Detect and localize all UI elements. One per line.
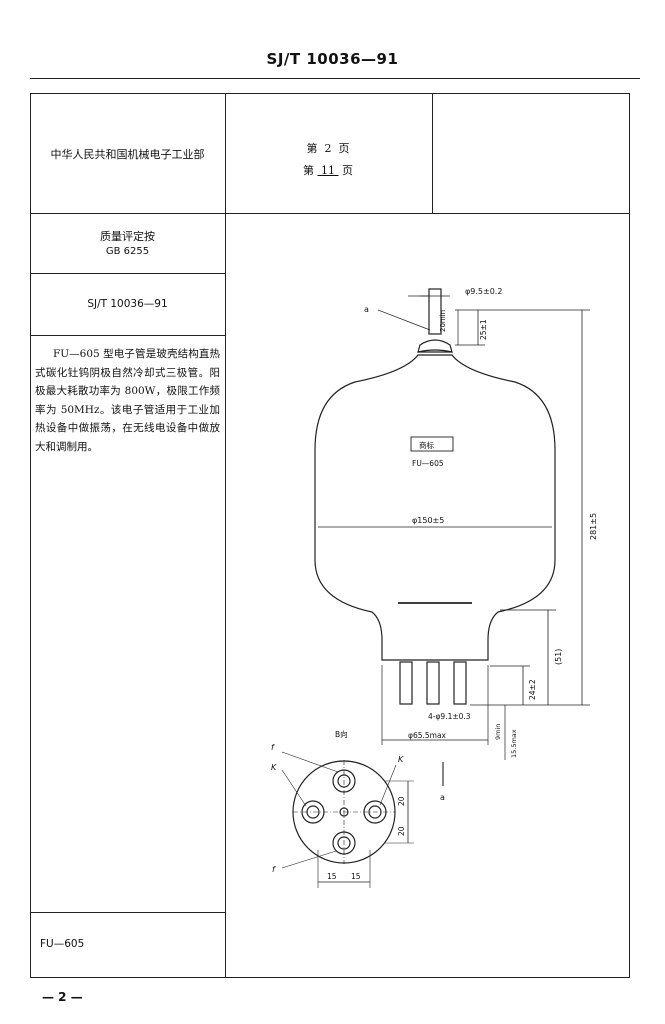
label-view-b: B向 — [335, 729, 348, 739]
left-row-divider-2 — [30, 273, 225, 274]
pin-3 — [453, 661, 467, 705]
label-pin-dia: 4-φ9.1±0.3 — [428, 712, 471, 721]
label-pin-k-right: K — [398, 755, 404, 764]
pin-2 — [426, 661, 440, 705]
label-base-51: (51) — [554, 649, 563, 665]
label-a-side: a — [440, 793, 445, 802]
label-tube-model: FU—605 — [412, 459, 444, 468]
page-suffix: 页 — [338, 142, 350, 155]
page-info-divider — [432, 93, 433, 213]
label-a-top: a — [364, 305, 369, 314]
label-pin-f-top: f — [271, 743, 275, 752]
page-prefix: 第 — [306, 142, 318, 155]
glass-bulb — [314, 354, 556, 661]
label-dim-9: 9min — [494, 724, 502, 740]
document-frame — [30, 93, 630, 978]
standard-code-header: SJ/T 10036—91 — [266, 50, 399, 68]
left-row-divider-1 — [30, 213, 225, 214]
standard-number: SJ/T 10036—91 — [87, 298, 168, 310]
left-row-divider-3 — [30, 335, 225, 336]
label-overall-height: 281±5 — [589, 513, 598, 540]
total-prefix: 第 — [303, 164, 314, 177]
left-row-divider-4 — [30, 912, 225, 913]
footer-model: FU—605 — [40, 938, 85, 950]
label-dim-20-lower: 20 — [397, 826, 406, 836]
page-line: 第 2 页 — [258, 138, 398, 160]
label-dim-15-right: 15 — [351, 872, 361, 881]
label-pin-len: 24±2 — [528, 679, 537, 700]
label-top-dia: φ9.5±0.2 — [465, 287, 502, 296]
label-dim-15-left: 15 — [327, 872, 337, 881]
label-dim-20-upper: 20 — [397, 796, 406, 806]
quality-standard-code: GB 6255 — [105, 246, 150, 257]
right-row-divider — [225, 213, 630, 214]
pin-1 — [399, 661, 413, 705]
total-suffix: 页 — [342, 164, 353, 177]
ministry-name: 中华人民共和国机械电子工业部 — [50, 148, 205, 161]
label-bulb-dia: φ150±5 — [412, 516, 444, 525]
tube-description: FU—605 型电子管是玻壳结构直热式碳化钍钨阴极自然冷却式三极管。阳极最大耗散… — [35, 348, 220, 453]
label-base-dia: φ65.5max — [408, 731, 447, 740]
total-pages: 11 — [321, 164, 335, 177]
label-pin-f-bottom: f — [272, 865, 276, 874]
column-divider — [225, 93, 226, 978]
header-rule — [30, 78, 640, 79]
label-dim-20: 20min — [439, 310, 447, 332]
label-logo: 商标 — [419, 440, 434, 450]
page-info: 第 2 页 第 11 页 — [258, 138, 398, 182]
top-lead — [428, 288, 442, 335]
page-number: 2 — [324, 142, 332, 155]
label-dim-25: 25±1 — [479, 319, 488, 340]
page-number-footer: — 2 — — [42, 990, 83, 1004]
quality-standard-label: 质量评定按 — [100, 230, 155, 243]
total-line: 第 11 页 — [258, 160, 398, 182]
label-dim-15-5: 15.5max — [510, 729, 518, 758]
label-pin-k-left: K — [271, 763, 277, 772]
